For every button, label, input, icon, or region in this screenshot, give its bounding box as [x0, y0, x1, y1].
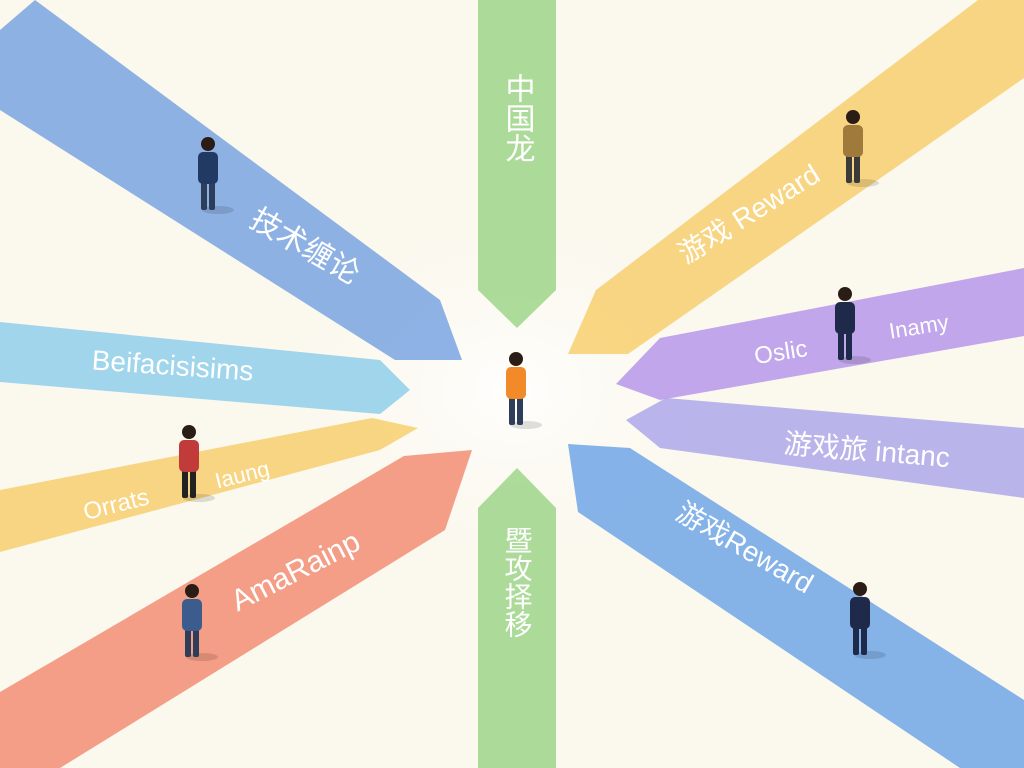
figure-leg — [838, 332, 844, 360]
figure-torso — [506, 367, 526, 399]
figure-head — [182, 425, 196, 439]
person-figure — [835, 287, 871, 364]
arrow-shape — [0, 418, 418, 552]
arrow-shape — [568, 444, 1024, 768]
figure-head — [838, 287, 852, 301]
arrow-green-top: 中国龙 — [478, 0, 556, 328]
arrow-shape — [0, 0, 462, 360]
person-figure — [506, 352, 542, 429]
figure-leg — [517, 397, 523, 425]
arrow-purple-right: Oslic Inamy — [616, 268, 1024, 400]
arrow-shape — [0, 322, 410, 414]
person-figure — [198, 137, 234, 214]
figure-torso — [835, 302, 855, 334]
figure-leg — [190, 470, 196, 498]
person-figure — [182, 584, 218, 661]
arrow-label: 中国龙 — [501, 73, 535, 163]
figure-leg — [853, 627, 859, 655]
figure-head — [509, 352, 523, 366]
arrow-label: 暨攻择移 — [502, 526, 533, 638]
figure-leg — [846, 155, 852, 183]
figure-torso — [850, 597, 870, 629]
arrow-cyan-left: Beifacisisims — [0, 322, 410, 414]
figure-head — [185, 584, 199, 598]
figure-leg — [201, 182, 207, 210]
figure-torso — [179, 440, 199, 472]
figure-leg — [861, 627, 867, 655]
figure-head — [853, 582, 867, 596]
person-figure — [850, 582, 886, 659]
figure-head — [201, 137, 215, 151]
figure-leg — [854, 155, 860, 183]
figure-torso — [843, 125, 863, 157]
figure-torso — [198, 152, 218, 184]
person-figure — [179, 425, 215, 502]
arrow-shape — [478, 468, 556, 768]
figure-head — [846, 110, 860, 124]
person-figure — [843, 110, 879, 187]
arrow-shape — [626, 398, 1024, 498]
arrow-shape — [616, 268, 1024, 400]
figure-leg — [846, 332, 852, 360]
figure-leg — [509, 397, 515, 425]
arrow-green-bottom: 暨攻择移 — [478, 468, 556, 768]
arrow-shape — [0, 450, 472, 768]
figure-leg — [193, 629, 199, 657]
arrow-shape — [568, 0, 1024, 354]
figure-leg — [209, 182, 215, 210]
arrow-shape — [478, 0, 556, 328]
figure-torso — [182, 599, 202, 631]
arrow-lavender-right: 游戏旅 intanc — [626, 398, 1024, 498]
figure-leg — [185, 629, 191, 657]
figure-leg — [182, 470, 188, 498]
